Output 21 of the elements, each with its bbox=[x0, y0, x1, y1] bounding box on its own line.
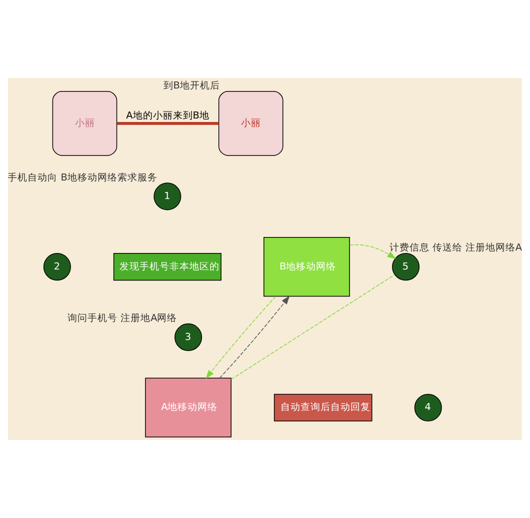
arrow bbox=[206, 296, 276, 379]
node-box: A地移动网络 bbox=[145, 378, 232, 438]
node-circle: 3 bbox=[174, 323, 202, 351]
node-label: 计费信息 传送给 注册地网络A bbox=[389, 242, 522, 254]
node-label: 询问手机号 注册地A网络 bbox=[68, 313, 178, 324]
node-circle: 1 bbox=[154, 182, 182, 210]
node-box: B地移动网络 bbox=[264, 237, 350, 297]
arrow bbox=[349, 244, 396, 260]
node-circle: 2 bbox=[43, 253, 71, 281]
node-label: 手机自动向 B地移动网络索求服务 bbox=[8, 172, 158, 184]
node-box: 发现手机号非本地区的 bbox=[113, 253, 222, 281]
node-box: 小丽 bbox=[52, 91, 118, 156]
node-circle: 4 bbox=[414, 394, 442, 422]
node-box: 自动查询后自动回复 bbox=[274, 394, 372, 422]
node-box: 小丽 bbox=[218, 91, 284, 156]
arrow bbox=[219, 296, 290, 378]
node-label: 到B地开机后 bbox=[163, 80, 220, 92]
edge-label: A地的小丽来到B地 bbox=[126, 110, 210, 122]
connector bbox=[230, 274, 396, 380]
connector bbox=[116, 122, 219, 125]
node-circle: 5 bbox=[392, 253, 420, 281]
